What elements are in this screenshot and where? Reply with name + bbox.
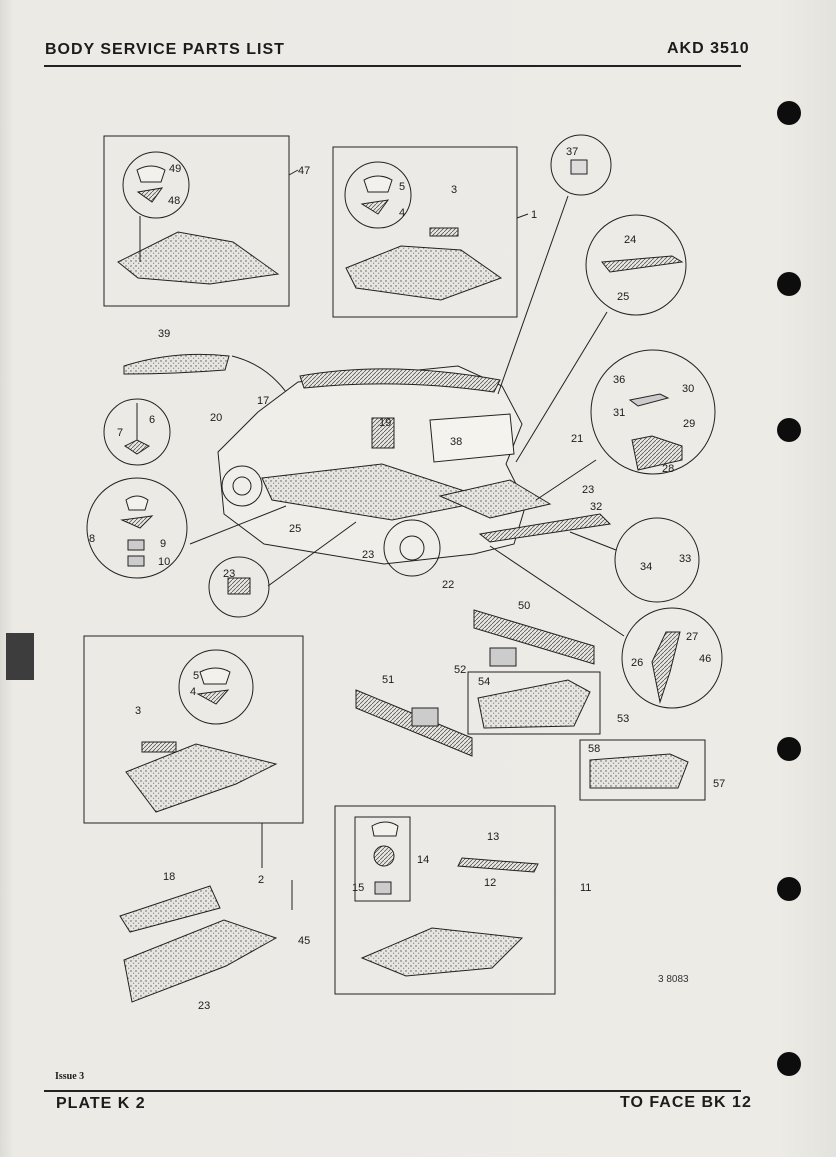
- callout-45: 38: [450, 436, 462, 448]
- inset-box-1: [332, 146, 518, 318]
- callout-28: 24: [624, 234, 636, 246]
- callout-20: 20: [210, 412, 222, 424]
- callout-39: 36: [613, 374, 625, 386]
- callout-8: 8: [89, 533, 95, 545]
- callout-58: 58: [588, 743, 600, 755]
- callout-2: 2: [258, 874, 264, 886]
- callout-17: 17: [257, 395, 269, 407]
- issue-number: Issue 3: [55, 1071, 85, 1082]
- callout-43: 37: [566, 146, 578, 158]
- detail-circle-30: [621, 607, 723, 709]
- callout-4: 4: [399, 207, 405, 219]
- inset-box-lower: [83, 635, 304, 824]
- callout-50: 48: [168, 195, 180, 207]
- callout-46: 39: [158, 328, 170, 340]
- callout-13: 13: [487, 831, 499, 843]
- callout-56: 54: [478, 676, 490, 688]
- callout-37: 33: [679, 553, 691, 565]
- callout-labels: 49 48 47 5 4 3 1 37 24 25 39 36 30 31 29…: [89, 146, 725, 1012]
- callout-27: 23: [582, 484, 594, 496]
- binder-hole: [777, 418, 801, 442]
- callout-4-lower: 4: [190, 686, 196, 698]
- detail-circle-37: [614, 517, 700, 603]
- detail-circle-32: [590, 349, 716, 475]
- callout-6: 6: [149, 414, 155, 426]
- callout-3: 3: [451, 184, 457, 196]
- callout-35: 31: [613, 407, 625, 419]
- header-rule: [44, 65, 741, 67]
- footer-rule: [44, 1090, 741, 1092]
- callout-48: 46: [699, 653, 711, 665]
- callout-54: 52: [454, 664, 466, 676]
- detail-circle: [178, 649, 254, 725]
- callout-31: 27: [686, 631, 698, 643]
- callout-26: 23: [362, 549, 374, 561]
- callout-12: 12: [484, 877, 496, 889]
- detail-circle-23: [208, 556, 270, 618]
- callout-19: 19: [379, 417, 391, 429]
- callout-9: 9: [160, 538, 166, 550]
- callout-57: 57: [713, 778, 725, 790]
- inset-box-49: [103, 135, 290, 307]
- callout-38: 34: [640, 561, 652, 573]
- callout-7: 7: [117, 427, 123, 439]
- callout-29: 25: [617, 291, 629, 303]
- binder-hole: [777, 1052, 801, 1076]
- inset-box-55: [467, 671, 601, 735]
- binder-hole: [777, 877, 801, 901]
- callout-51: 49: [169, 163, 181, 175]
- callout-33: 29: [683, 418, 695, 430]
- estate-car-body: [217, 365, 612, 577]
- inset-box-57: [579, 739, 706, 801]
- callout-15: 15: [352, 882, 364, 894]
- callout-55: 53: [617, 713, 629, 725]
- callout-5-lower: 5: [193, 670, 199, 682]
- callout-25: 23: [198, 1000, 210, 1012]
- callout-3-lower: 3: [135, 705, 141, 717]
- binder-hole: [777, 272, 801, 296]
- facing-page-label: TO FACE BK 12: [620, 1094, 752, 1111]
- detail-circle: [344, 161, 412, 229]
- section-tab: [6, 633, 34, 680]
- inset-box-11: [334, 805, 556, 995]
- callout-18: 18: [163, 871, 175, 883]
- binder-hole: [777, 101, 801, 125]
- callout-52: 50: [518, 600, 530, 612]
- detail-circle-6: [103, 398, 171, 466]
- callout-24: 25: [289, 523, 301, 535]
- detail-circle-28: [585, 214, 687, 316]
- detail-circle-43: [550, 134, 612, 196]
- detail-circle: [122, 151, 190, 219]
- callout-49: 47: [298, 165, 310, 177]
- callout-21: 21: [571, 433, 583, 445]
- callout-10: 10: [158, 556, 170, 568]
- page-title: BODY SERVICE PARTS LIST: [45, 41, 285, 58]
- callout-1: 1: [531, 209, 537, 221]
- callout-32: 28: [662, 463, 674, 475]
- plate-label: PLATE K 2: [56, 1095, 146, 1112]
- document-reference: AKD 3510: [667, 40, 750, 57]
- callout-34: 30: [682, 383, 694, 395]
- callout-47: 45: [298, 935, 310, 947]
- drawing-code: 3 8083: [658, 974, 689, 985]
- callout-14: 14: [417, 854, 429, 866]
- callout-11: 11: [580, 882, 591, 894]
- callout-5: 5: [399, 181, 405, 193]
- callout-30: 26: [631, 657, 643, 669]
- binder-hole: [777, 737, 801, 761]
- callout-23: 23: [223, 568, 235, 580]
- callout-22: 22: [442, 579, 454, 591]
- callout-36: 32: [590, 501, 602, 513]
- callout-53: 51: [382, 674, 394, 686]
- detail-circle-8: [86, 477, 188, 579]
